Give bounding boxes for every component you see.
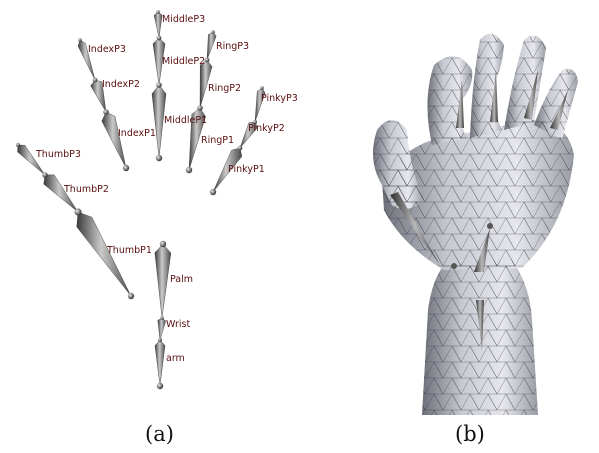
- bone-label-thumb-p1: ThumbP1: [106, 245, 152, 256]
- bone-label-ring-p3: RingP3: [216, 41, 249, 52]
- caption-a: (a): [145, 422, 174, 446]
- end-joint: [156, 155, 162, 161]
- end-joint: [157, 383, 163, 389]
- joint-wrist: [160, 316, 164, 320]
- end-joint: [123, 165, 129, 171]
- joint-middle-p3: [156, 10, 160, 14]
- caption-b: (b): [455, 422, 485, 446]
- end-joint: [210, 189, 216, 195]
- joint-ring-p1: [197, 105, 203, 111]
- bone-label-thumb-p3: ThumbP3: [35, 149, 81, 160]
- bone-label-thumb-p2: ThumbP2: [63, 184, 109, 195]
- end-joint: [186, 167, 192, 173]
- joint-middle-p1: [156, 82, 162, 88]
- joint-thumb-p3: [16, 143, 20, 147]
- bone-wrist: [158, 318, 166, 340]
- joint-pinky-p1: [238, 146, 243, 151]
- joint-index-p2: [93, 78, 98, 83]
- bone-palm: [155, 244, 171, 318]
- bone-label-index-p2: IndexP2: [102, 79, 140, 90]
- bone-label-index-p1: IndexP1: [118, 128, 156, 139]
- bone-label-arm: arm: [166, 353, 185, 364]
- joint-thumb-p1: [74, 208, 81, 215]
- joint-arm: [158, 338, 162, 342]
- hand-mesh-surface: [373, 34, 578, 415]
- bone-label-index-p3: IndexP3: [88, 44, 126, 55]
- bone-label-ring-p2: RingP2: [208, 83, 241, 94]
- bone-label-wrist: Wrist: [166, 319, 190, 330]
- joint-palm: [160, 241, 166, 247]
- joint-ring-p3: [211, 30, 215, 34]
- bone-ring-p3: [207, 32, 216, 60]
- bone-label-ring-p1: RingP1: [201, 135, 234, 146]
- joint-pinky-p3: [260, 86, 264, 90]
- end-joint: [128, 293, 134, 299]
- bone-label-pinky-p2: PinkyP2: [248, 123, 285, 134]
- bone-middle-p3: [154, 12, 162, 38]
- joint-middle-p2: [157, 36, 162, 41]
- bone-label-middle-p1: MiddleP1: [164, 115, 207, 126]
- bone-label-pinky-p3: PinkyP3: [261, 93, 298, 104]
- bone-label-middle-p3: MiddleP3: [162, 14, 205, 25]
- bone-arm: [155, 340, 165, 386]
- bone-label-pinky-p1: PinkyP1: [228, 164, 265, 175]
- joint-index-p1: [103, 109, 109, 115]
- bone-label-middle-p2: MiddleP2: [162, 56, 205, 67]
- bone-index-p1: [102, 112, 126, 168]
- hand-mesh-render: [362, 10, 590, 415]
- joint-ring-p2: [205, 58, 210, 63]
- joint-index-p3: [78, 38, 82, 42]
- joint-thumb-p2: [42, 172, 48, 178]
- bone-label-palm: Palm: [170, 274, 193, 285]
